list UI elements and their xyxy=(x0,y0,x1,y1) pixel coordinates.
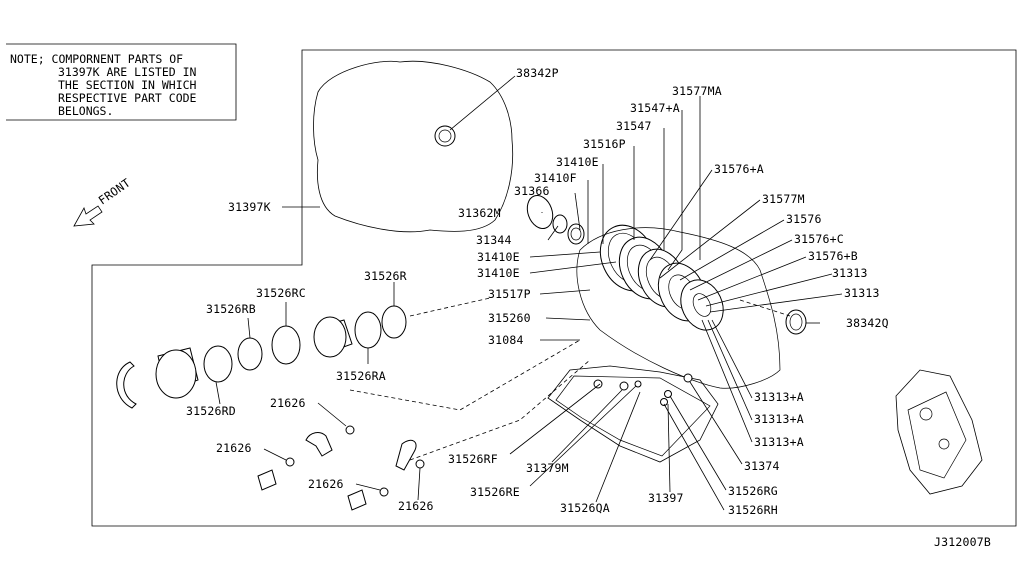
callout-21626-d: 21626 xyxy=(398,499,434,513)
callout-31526rf: 31526RF xyxy=(448,452,498,466)
callout-38342p: 38342P xyxy=(516,66,559,80)
assembly-frame xyxy=(91,49,1017,527)
callout-31526ra: 31526RA xyxy=(336,369,386,383)
callout-31547-a: 31547+A xyxy=(630,101,680,115)
callout-21626-b: 21626 xyxy=(216,441,252,455)
callout-31362m: 31362M xyxy=(458,206,501,220)
callout-21626-c: 21626 xyxy=(308,477,344,491)
note-line-4: RESPECTIVE PART CODE xyxy=(58,91,197,105)
ring-31366 xyxy=(567,223,585,245)
note-line-1: NOTE; COMPORNENT PARTS OF xyxy=(10,52,183,66)
callout-31526rc: 31526RC xyxy=(256,286,306,300)
dash-line-2 xyxy=(349,339,581,411)
callout-31547: 31547 xyxy=(616,119,652,133)
callout-31410e-low: 31410E xyxy=(477,266,520,280)
callout-31576-a: 31576+A xyxy=(714,162,764,176)
callout-31313-a: 31313 xyxy=(832,266,868,280)
callout-31526r: 31526R xyxy=(364,269,407,283)
callout-31410e-top: 31410E xyxy=(556,155,599,169)
note-line-5: BELONGS. xyxy=(58,104,113,118)
callout-21626-a: 21626 xyxy=(270,396,306,410)
case-body-outline xyxy=(576,227,781,389)
callout-31516p: 31516P xyxy=(583,137,626,151)
seal-38342p xyxy=(434,125,456,147)
callout-31313-b: 31313 xyxy=(844,286,880,300)
callout-31397k: 31397K xyxy=(228,200,271,214)
seal-31362m xyxy=(526,195,554,229)
side-cover xyxy=(895,369,983,495)
pipe-and-bolt-parts xyxy=(257,425,425,511)
callout-315260: 315260 xyxy=(488,311,531,325)
callout-31313-a-2: 31313+A xyxy=(754,412,804,426)
callout-31576-c: 31576+C xyxy=(794,232,844,246)
callout-31576-b: 31576+B xyxy=(808,249,858,263)
callout-31577m: 31577M xyxy=(762,192,805,206)
callout-31374: 31374 xyxy=(744,459,780,473)
callout-31313-a-1: 31313+A xyxy=(754,390,804,404)
front-arrow-icon: FRONT xyxy=(73,176,133,227)
callout-38342q: 38342Q xyxy=(846,316,889,330)
callout-31577ma: 31577MA xyxy=(672,84,722,98)
left-clutch-pack xyxy=(116,305,407,409)
callout-31526rb: 31526RB xyxy=(206,302,256,316)
callout-31526rg: 31526RG xyxy=(728,484,778,498)
callout-31410e-mid: 31410E xyxy=(477,250,520,264)
callout-31526rh: 31526RH xyxy=(728,503,778,517)
front-label: FRONT xyxy=(96,176,133,208)
callout-labels: 38342P 31577MA 31547+A 31547 31516P 3141… xyxy=(186,66,889,517)
note-line-3: THE SECTION IN WHICH xyxy=(58,78,197,92)
callout-31397: 31397 xyxy=(648,491,684,505)
seal-38342q xyxy=(785,309,807,335)
note-line-2: 31397K ARE LISTED IN xyxy=(58,65,197,79)
diagram-code: J312007B xyxy=(934,535,991,549)
callout-31526qa: 31526QA xyxy=(560,501,610,515)
dash-line-3 xyxy=(409,359,591,461)
clutch-drum-stack xyxy=(599,224,724,331)
callout-31526re: 31526RE xyxy=(470,485,520,499)
callout-31379m: 31379M xyxy=(526,461,569,475)
callout-31410f: 31410F xyxy=(534,171,577,185)
dash-line-4 xyxy=(739,299,791,317)
callout-31576: 31576 xyxy=(786,212,822,226)
callout-31517p: 31517P xyxy=(488,287,531,301)
callout-31366: 31366 xyxy=(514,184,550,198)
dash-line-1 xyxy=(409,297,491,317)
oil-pan xyxy=(547,365,719,463)
callout-31344: 31344 xyxy=(476,233,512,247)
note-box: NOTE; COMPORNENT PARTS OF 31397K ARE LIS… xyxy=(6,43,237,121)
callout-31084: 31084 xyxy=(488,333,524,347)
case-gasket xyxy=(313,60,514,233)
callout-31313-a-3: 31313+A xyxy=(754,435,804,449)
callout-31526rd: 31526RD xyxy=(186,404,236,418)
leader-lines xyxy=(215,75,843,511)
